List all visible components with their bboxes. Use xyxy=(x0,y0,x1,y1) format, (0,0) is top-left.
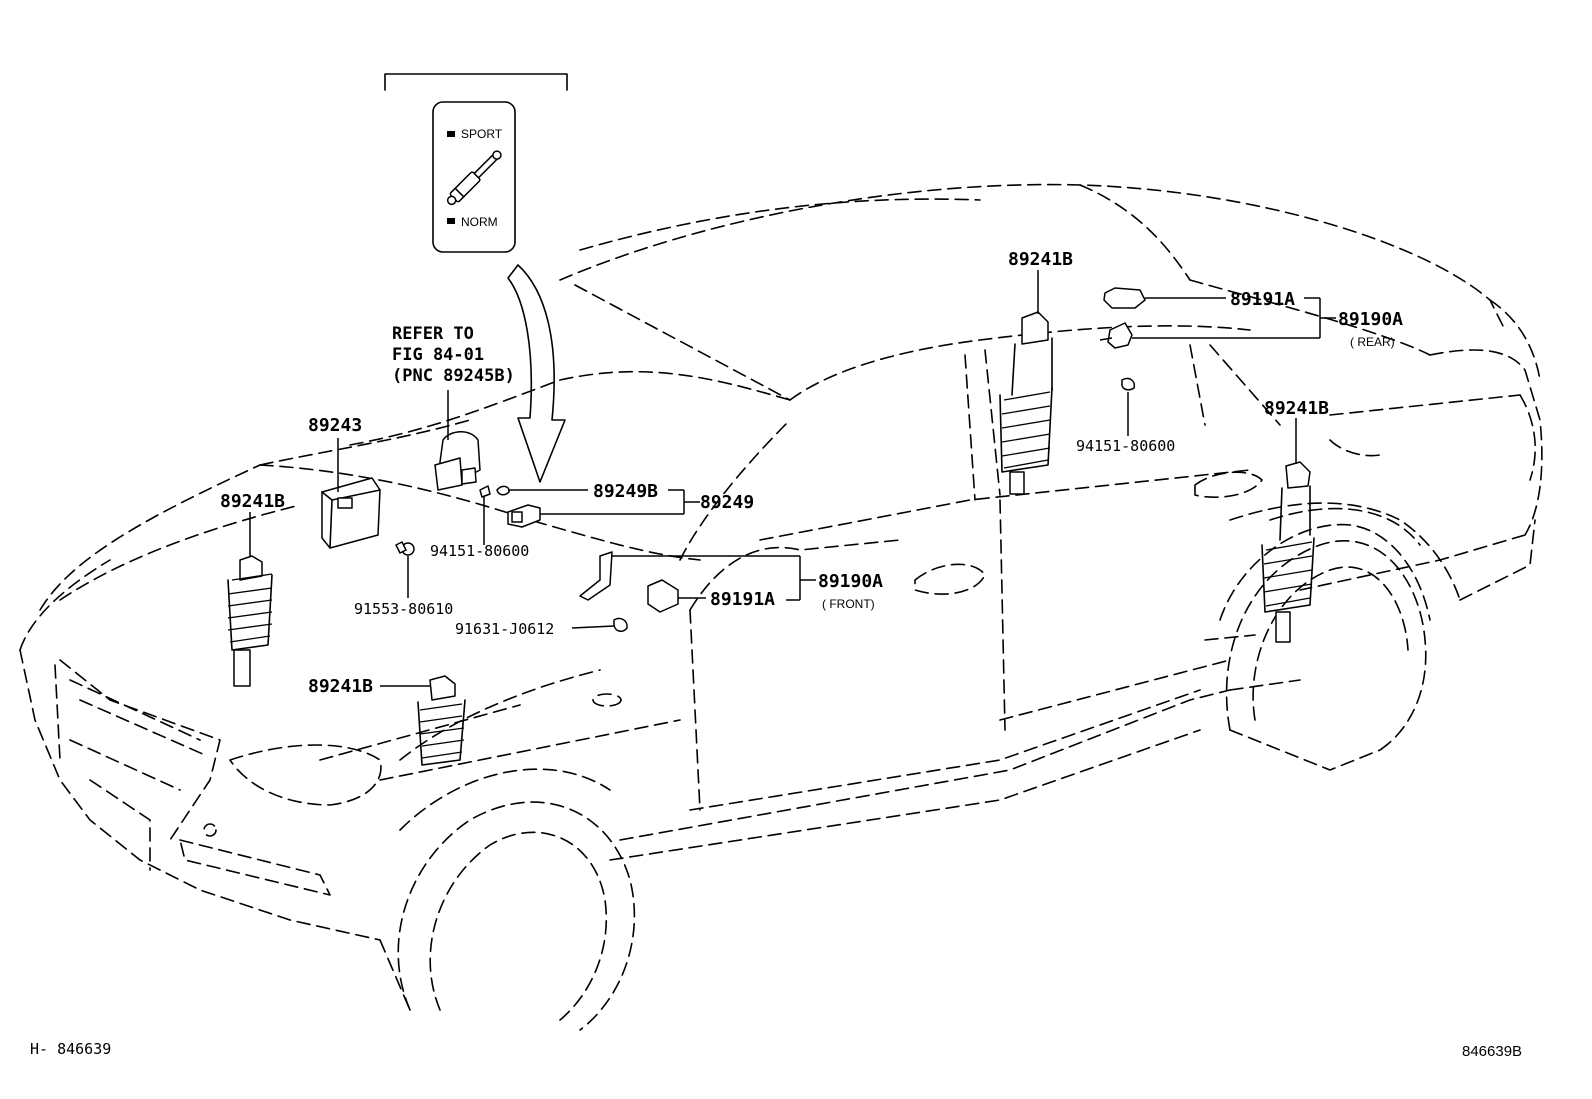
refer-note-line-1: REFER TO xyxy=(392,324,474,344)
sensor-89249 xyxy=(507,504,541,528)
car-outline xyxy=(19,183,1543,1031)
label-94151-front: 94151-80600 xyxy=(430,542,529,560)
refer-note-line-2: FIG 84-01 xyxy=(392,345,484,365)
label-89190a-front: 89190A xyxy=(818,571,883,592)
caption-front: ( FRONT) xyxy=(822,597,875,611)
switch-component xyxy=(434,431,481,491)
shock-absorber-front-right xyxy=(417,675,466,766)
label-89243: 89243 xyxy=(308,415,362,436)
arrow-pointer xyxy=(507,264,566,483)
footer-left: H- 846639 xyxy=(30,1040,111,1058)
shock-absorber-icon xyxy=(446,150,502,206)
label-91631: 91631-J0612 xyxy=(455,620,554,638)
clip-89249b xyxy=(479,485,510,498)
labels: REFER TO FIG 84-01 (PNC 89245B) 89243 89… xyxy=(30,249,1522,1060)
label-89249: 89249 xyxy=(700,492,754,513)
label-89241b-right: 89241B xyxy=(1264,398,1329,419)
switch-panel: SPORT NORM xyxy=(384,73,568,253)
label-89241b-front: 89241B xyxy=(308,676,373,697)
caption-rear: ( REAR) xyxy=(1350,335,1395,349)
norm-label: NORM xyxy=(461,215,498,229)
label-89249b: 89249B xyxy=(593,481,658,502)
label-89241b-left: 89241B xyxy=(220,491,285,512)
label-89190a-rear: 89190A xyxy=(1338,309,1403,330)
footer-right: 846639B xyxy=(1462,1043,1522,1060)
leader-lines xyxy=(249,270,1336,687)
bolt-91553 xyxy=(395,541,415,556)
height-sensor-rear xyxy=(1099,287,1146,391)
refer-note-line-3: (PNC 89245B) xyxy=(392,366,515,386)
ecu-89243 xyxy=(321,477,381,549)
shock-absorber-rear-left xyxy=(999,311,1053,495)
label-91553: 91553-80610 xyxy=(354,600,453,618)
label-89191a-rear: 89191A xyxy=(1230,289,1295,310)
shock-absorber-front-left xyxy=(227,555,273,687)
label-89191a-front: 89191A xyxy=(710,589,775,610)
sport-label: SPORT xyxy=(461,127,503,141)
shock-absorber-rear-right xyxy=(1261,461,1315,643)
height-sensor-front xyxy=(579,551,679,632)
label-94151-rear: 94151-80600 xyxy=(1076,437,1175,455)
label-89241b-top: 89241B xyxy=(1008,249,1073,270)
